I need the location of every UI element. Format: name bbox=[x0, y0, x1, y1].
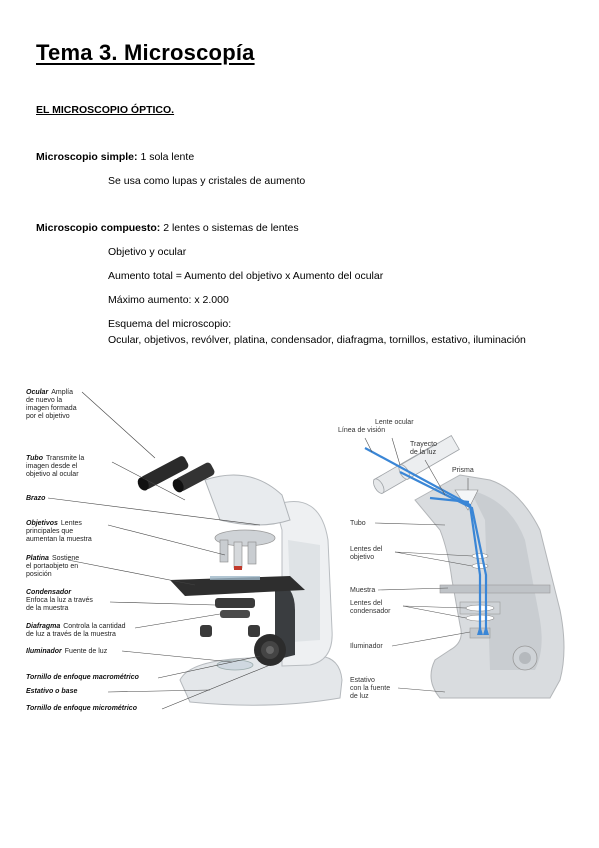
label-prisma: Prisma bbox=[452, 467, 474, 474]
label-estativo: Estativo o base bbox=[26, 688, 77, 695]
compuesto-label: Microscopio compuesto: bbox=[36, 222, 161, 234]
label-iluminador-term: Iluminador bbox=[26, 648, 63, 655]
label-diafragma-term: Diafragma bbox=[26, 623, 60, 630]
label-ocular-term: Ocular bbox=[26, 389, 49, 396]
label-condensador-desc-0: Enfoca la luz a través bbox=[26, 597, 93, 604]
simple-detail: Se usa como lupas y cristales de aumento bbox=[108, 175, 306, 187]
label-estativo-3: de luz bbox=[350, 693, 369, 700]
label-diafragma-desc-0: Controla la cantidad bbox=[63, 623, 125, 630]
label-platina-desc-0: Sostiene bbox=[52, 555, 79, 562]
label-diafragma-desc-1: de luz a través de la muestra bbox=[26, 631, 116, 638]
compuesto-line-2: Aumento total = Aumento del objetivo x A… bbox=[108, 270, 384, 282]
left-leader-lines bbox=[47, 391, 271, 710]
label-platina-term: Platina bbox=[26, 555, 49, 562]
label-ocular-desc-0: Amplía bbox=[51, 389, 73, 396]
microscope-photo bbox=[137, 456, 343, 706]
label-lentes-cond-2: condensador bbox=[350, 608, 391, 615]
page-title: Tema 3. Microscopía bbox=[36, 40, 255, 65]
compuesto-line-1: Objetivo y ocular bbox=[108, 246, 187, 258]
label-tubo-desc-0: Transmite la bbox=[46, 455, 84, 462]
label-platina-desc-2: posición bbox=[26, 571, 52, 578]
label-tubo-term: Tubo bbox=[26, 455, 44, 462]
compuesto-line-3: Máximo aumento: x 2.000 bbox=[108, 294, 229, 306]
label-lentes-cond-1: Lentes del bbox=[350, 600, 383, 607]
compuesto-value: 2 lentes o sistemas de lentes bbox=[163, 222, 299, 234]
simple-label: Microscopio simple: bbox=[36, 151, 138, 163]
right-labels: Lente ocular Línea de visión Trayecto de… bbox=[338, 419, 474, 700]
label-lentes-obj-2: objetivo bbox=[350, 554, 374, 561]
label-micrometrico: Tornillo de enfoque micrométrico bbox=[26, 705, 138, 712]
label-tubo-r: Tubo bbox=[350, 520, 366, 527]
simple-line: Microscopio simple: 1 sola lente bbox=[36, 151, 194, 163]
label-iluminador-desc-0: Fuente de luz bbox=[65, 648, 108, 655]
label-ocular-desc-3: por el objetivo bbox=[26, 413, 70, 420]
label-trayecto-1: Trayecto bbox=[410, 441, 437, 448]
compuesto-line-5: Ocular, objetivos, revólver, platina, co… bbox=[108, 334, 526, 346]
label-objetivos-desc-0: Lentes bbox=[61, 520, 83, 527]
label-platina-desc-1: el portaobjeto en bbox=[26, 563, 78, 570]
compuesto-line: Microscopio compuesto: 2 lentes o sistem… bbox=[36, 222, 299, 234]
microscope-schematic bbox=[364, 435, 565, 699]
label-lentes-obj-1: Lentes del bbox=[350, 546, 383, 553]
label-brazo-term: Brazo bbox=[26, 495, 46, 502]
label-tubo-desc-1: imagen desde el bbox=[26, 463, 78, 470]
compuesto-line-4: Esquema del microscopio: bbox=[108, 318, 232, 330]
label-lente-ocular: Lente ocular bbox=[375, 419, 414, 426]
label-condensador-term: Condensador bbox=[26, 589, 72, 596]
label-ocular-desc-2: imagen formada bbox=[26, 405, 77, 412]
label-muestra: Muestra bbox=[350, 587, 375, 594]
label-macrometrico: Tornillo de enfoque macrométrico bbox=[26, 674, 140, 681]
label-linea-vision: Línea de visión bbox=[338, 427, 385, 434]
label-estativo-2: con la fuente bbox=[350, 685, 390, 692]
label-ocular-desc-1: de nuevo la bbox=[26, 397, 62, 404]
label-objetivos-desc-2: aumentan la muestra bbox=[26, 536, 92, 543]
label-trayecto-2: de la luz bbox=[410, 449, 437, 456]
label-estativo-1: Estativo bbox=[350, 677, 375, 684]
label-objetivos-desc-1: principales que bbox=[26, 528, 73, 535]
label-tubo-desc-2: objetivo al ocular bbox=[26, 471, 79, 478]
light-path bbox=[364, 447, 488, 635]
simple-value: 1 sola lente bbox=[140, 151, 195, 163]
label-condensador-desc-1: de la muestra bbox=[26, 605, 69, 612]
section-heading: EL MICROSCOPIO ÓPTICO. bbox=[36, 104, 175, 116]
label-iluminador-r: Iluminador bbox=[350, 643, 383, 650]
right-leader-lines bbox=[364, 437, 473, 693]
label-objetivos-term: Objetivos bbox=[26, 520, 58, 527]
